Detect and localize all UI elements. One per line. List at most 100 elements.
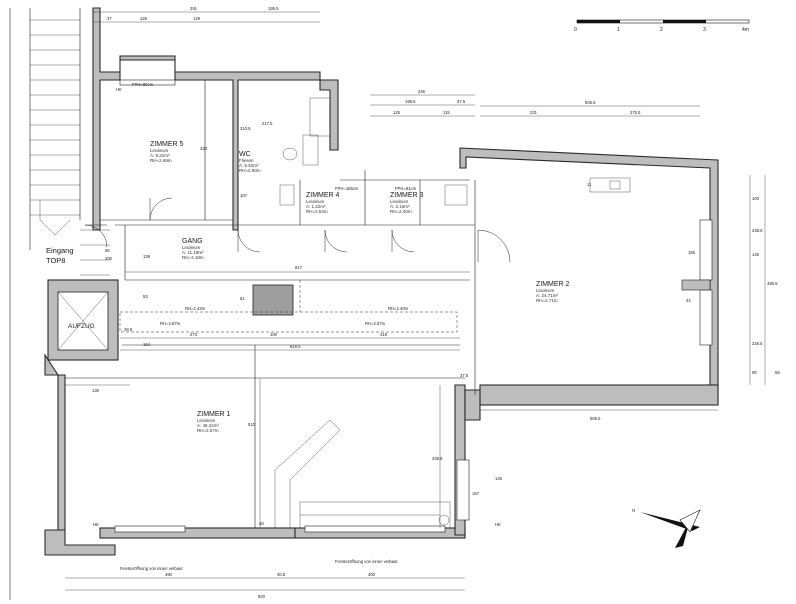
dim-490: 490 (165, 572, 173, 577)
dim-210-5: 210.5 (240, 126, 251, 131)
dim-198-5: 198.5 (405, 99, 416, 104)
zimmer5-floor: Linoleum (150, 148, 169, 153)
scale-tick-4: 4m (742, 27, 749, 33)
dim-28-5: 28.5 (124, 327, 133, 332)
zimmer3-height: RH=2.40m (390, 209, 412, 214)
window-note-left: Fensteröffnung von innen verbaut (120, 566, 183, 571)
dim-506-5b: 506.5 (590, 416, 601, 421)
room-zimmer5: ZIMMER 5 Linoleum A: 9.31m² RH=2.69m (150, 141, 184, 163)
hk-z1: HK (93, 522, 99, 527)
dim-85: 85 (105, 248, 110, 253)
fph-z3: FPH=81cm (395, 186, 417, 191)
dim-419: 419 (380, 332, 388, 337)
room-zimmer2: ZIMMER 2 Linoleum A: 24.71m² RH=2.71m (536, 281, 570, 303)
zimmer2-name: ZIMMER 2 (536, 281, 570, 288)
zimmer2-floor: Linoleum (536, 288, 555, 293)
window-note-right: Fensteröffnung von innen verbaut (335, 559, 398, 564)
dim-r148: 148 (752, 252, 760, 257)
zimmer4-height: RH=2.54m (306, 209, 328, 214)
wc-height: RH=2.80m (239, 168, 261, 173)
dim-817: 817 (295, 265, 303, 270)
dim-r226-5: 226.5 (752, 341, 763, 346)
dim-44: 44 (686, 298, 691, 303)
dim-37: 37 (107, 16, 112, 21)
gang-name: GANG (182, 238, 203, 245)
dim-37-5: 37.5 (460, 373, 469, 378)
dim-129: 129 (193, 16, 201, 21)
zimmer5-name: ZIMMER 5 (150, 141, 184, 148)
dim-273: 273 (190, 332, 198, 337)
dim-30-5: 30.5 (277, 572, 286, 577)
dim-47-5: 47.5 (457, 99, 466, 104)
dim-506-5: 506.5 (585, 100, 596, 105)
zimmer1-area: A: 48.22m² (197, 423, 220, 428)
entrance-label: Eingang TOP8 (46, 246, 74, 265)
dim-246: 246 (418, 89, 426, 94)
walls (44, 7, 719, 556)
dim-145: 145 (495, 476, 503, 481)
gang-floor: Linoleum (182, 245, 201, 250)
scale-bar: 0 1 2 3 4m (574, 19, 750, 33)
scale-tick-0: 0 (574, 27, 577, 33)
entrance-line2: TOP8 (46, 256, 65, 265)
dim-920: 920 (258, 594, 266, 599)
staircase (9, 8, 110, 600)
dim-510: 510 (248, 422, 256, 427)
dim-819-5: 819.5 (290, 344, 301, 349)
rh-2: RH=2.67m (160, 321, 181, 326)
hk-z5: HK (116, 87, 122, 92)
dimension-labels: 291 195.5 37 125 129 246 198.5 47.5 125 … (92, 6, 780, 599)
dim-48: 48 (259, 521, 264, 526)
zimmer1-height: RH=2.67m (197, 428, 219, 433)
rh-4: RH=2.40m (388, 306, 409, 311)
wc-name: WC (239, 151, 251, 158)
dimension-lines (65, 11, 766, 591)
zimmer5-area: A: 9.31m² (150, 153, 170, 158)
dim-339-5: 339.5 (432, 456, 443, 461)
entrance-line1: Eingang (46, 246, 74, 255)
dim-100: 100 (270, 332, 278, 337)
dim-r100: 100 (752, 196, 760, 201)
room-gang: GANG Linoleum A: 11.19m² RH=3.18m (182, 238, 204, 260)
north-arrow-icon: N (632, 508, 701, 548)
zimmer4-area: A: 1.22m² (306, 204, 326, 209)
room-zimmer1: ZIMMER 1 Linoleum A: 48.22m² RH=2.67m (197, 411, 231, 433)
wc-area: A: 5.52m² (239, 163, 259, 168)
dim-115: 115 (443, 110, 450, 115)
dim-400: 400 (368, 572, 376, 577)
dim-231: 231 (530, 110, 538, 115)
zimmer3-name: ZIMMER 3 (390, 192, 424, 199)
dim-61: 61 (240, 296, 245, 301)
aufzug-label: AUFZUG (68, 323, 95, 330)
dim-291: 291 (190, 6, 198, 11)
fph-z4: FPH=165cm (335, 186, 359, 191)
dim-107: 107 (240, 193, 248, 198)
interior-lines (65, 79, 713, 533)
dim-136: 136 (92, 388, 100, 393)
zimmer1-name: ZIMMER 1 (197, 411, 231, 418)
gang-height: RH=3.18m (182, 255, 204, 260)
scale-tick-2: 2 (660, 27, 663, 33)
dim-r98: 98 (752, 370, 757, 375)
dim-r485-5: 485.5 (767, 281, 778, 286)
room-wc: WC Fliesen A: 5.52m² RH=2.80m (239, 151, 261, 173)
scale-tick-3: 3 (703, 27, 706, 33)
dim-53: 53 (143, 294, 148, 299)
doors (84, 197, 511, 263)
dim-11: 11 (587, 182, 592, 187)
dim-156: 156 (688, 250, 696, 255)
dim-58: 58 (775, 370, 780, 375)
dim-r248-5: 248.5 (752, 228, 763, 233)
room-zimmer3: ZIMMER 3 Linoleum A: 2.16m² RH=2.40m (390, 192, 424, 214)
wc-floor: Fliesen (239, 158, 254, 163)
dim-139: 139 (143, 254, 151, 259)
dim-164: 164 (143, 342, 151, 347)
zimmer5-height: RH=2.69m (150, 158, 172, 163)
zimmer3-area: A: 2.16m² (390, 204, 410, 209)
rh-3: RH=2.87m (365, 321, 386, 326)
svg-text:N: N (632, 508, 635, 513)
dim-125b: 125 (393, 110, 401, 115)
scale-tick-1: 1 (617, 27, 620, 33)
zimmer4-name: ZIMMER 4 (306, 192, 340, 199)
